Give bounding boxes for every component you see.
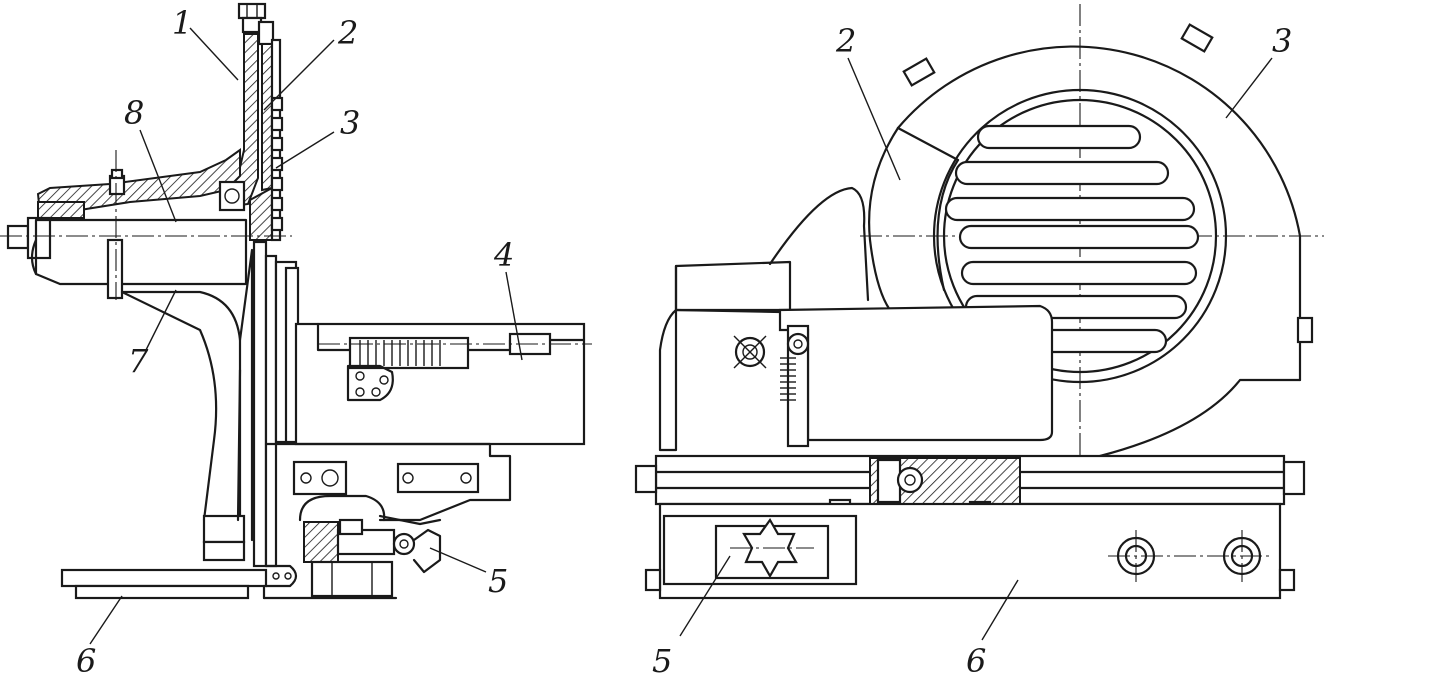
base-plate — [60, 564, 398, 600]
clamp-plate — [733, 304, 1054, 448]
label-2: 2 — [337, 14, 358, 52]
right-labels: 2 3 5 6 — [652, 22, 1292, 677]
label-6-right: 6 — [966, 642, 986, 677]
clamp-teeth — [780, 357, 796, 401]
right-leader-lines — [679, 57, 1273, 641]
label-4: 4 — [493, 236, 514, 274]
label-8: 8 — [124, 94, 144, 132]
blade-guard — [868, 23, 1314, 458]
base-bolts — [1108, 530, 1270, 582]
work-table — [294, 322, 592, 446]
label-7: 7 — [128, 342, 149, 380]
base-frame — [644, 502, 1296, 600]
label-5: 5 — [488, 562, 508, 600]
left-labels: 1 2 3 4 5 6 7 8 — [76, 4, 514, 677]
label-3-right: 3 — [1272, 22, 1292, 60]
label-6: 6 — [76, 642, 96, 677]
label-5-right: 5 — [652, 642, 672, 677]
saw-bed — [634, 454, 1306, 512]
top-bolt — [237, 2, 275, 46]
stand-leg — [120, 248, 254, 562]
right-front-view: 2 3 5 6 — [634, 4, 1324, 677]
carriage — [264, 442, 512, 522]
motor-shaft — [0, 150, 292, 300]
blade-guard-section — [224, 33, 284, 394]
lock-mechanism — [298, 494, 442, 598]
label-1: 1 — [172, 4, 192, 42]
motor-casing — [658, 186, 870, 452]
label-3: 3 — [340, 104, 360, 142]
label-2-right: 2 — [835, 22, 856, 60]
vertical-plate — [252, 240, 300, 568]
left-leader-lines — [89, 27, 523, 645]
housing-arm — [36, 148, 246, 219]
left-side-view: 1 2 3 4 5 6 7 8 — [0, 2, 592, 677]
